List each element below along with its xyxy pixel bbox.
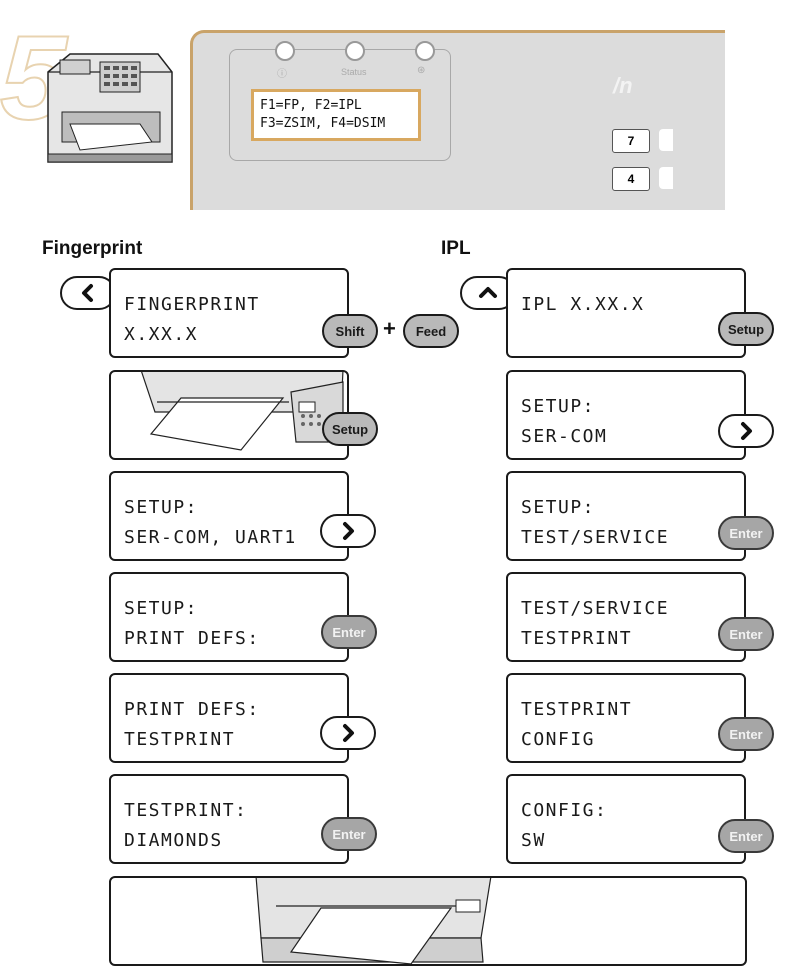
fp-screen-3-line1: SETUP: <box>124 598 199 619</box>
enter-button[interactable]: Enter <box>718 819 774 853</box>
keypad-key-partial <box>659 167 673 189</box>
error-icon: ⊛ <box>417 65 426 76</box>
ipl-screen-4-line1: TEST/SERVICE <box>521 598 670 619</box>
ipl-screen-6: CONFIG: SW <box>506 774 746 864</box>
ipl-screen-1: IPL X.XX.X <box>506 268 746 358</box>
ipl-screen-3-line1: SETUP: <box>521 497 596 518</box>
enter-button[interactable]: Enter <box>718 617 774 651</box>
fp-screen-1: FINGERPRINT X.XX.X <box>109 268 349 358</box>
error-led <box>415 41 435 61</box>
fp-screen-1-line2: X.XX.X <box>124 324 199 345</box>
fp-screen-5: TESTPRINT: DIAMONDS <box>109 774 349 864</box>
ipl-screen-4-line2: TESTPRINT <box>521 628 633 649</box>
shift-button[interactable]: Shift <box>322 314 378 348</box>
ipl-screen-5: TESTPRINT CONFIG <box>506 673 746 763</box>
ipl-screen-4: TEST/SERVICE TESTPRINT <box>506 572 746 662</box>
enter-button[interactable]: Enter <box>718 717 774 751</box>
fp-screen-4-line1: PRINT DEFS: <box>124 699 260 720</box>
panel-lcd-line2: F3=ZSIM, F4=DSIM <box>260 116 386 131</box>
chevron-right-icon <box>343 522 354 540</box>
next-button[interactable] <box>320 716 376 750</box>
fingerprint-heading: Fingerprint <box>42 238 143 259</box>
back-button[interactable] <box>60 276 116 310</box>
ipl-heading: IPL <box>441 238 471 259</box>
next-button[interactable] <box>718 414 774 448</box>
next-button[interactable] <box>320 514 376 548</box>
panel-lcd-line1: F1=FP, F2=IPL <box>260 98 362 113</box>
printer-paper-illustration <box>255 878 492 964</box>
feed-button[interactable]: Feed <box>403 314 459 348</box>
ipl-screen-2: SETUP: SER-COM <box>506 370 746 460</box>
brand-mark: /n <box>613 73 633 98</box>
plus-sign: + <box>383 316 396 341</box>
power-icon: ⓘ <box>277 69 287 80</box>
printer-illustration <box>47 53 173 163</box>
fp-screen-4-line2: TESTPRINT <box>124 729 236 750</box>
ipl-screen-5-line2: CONFIG <box>521 729 596 750</box>
keypad-key-7[interactable]: 7 <box>612 129 650 153</box>
chevron-up-icon <box>479 287 497 298</box>
ipl-screen-5-line1: TESTPRINT <box>521 699 633 720</box>
ipl-screen-6-line1: CONFIG: <box>521 800 608 821</box>
keypad-key-4[interactable]: 4 <box>612 167 650 191</box>
status-led <box>345 41 365 61</box>
chevron-left-icon <box>82 284 93 302</box>
fp-screen-1-line1: FINGERPRINT <box>124 294 260 315</box>
fp-screen-3-line2: PRINT DEFS: <box>124 628 260 649</box>
led-status-label: Status <box>341 67 367 77</box>
ipl-screen-2-line2: SER-COM <box>521 426 608 447</box>
fp-screen-2-line1: SETUP: <box>124 497 199 518</box>
chevron-right-icon <box>741 422 752 440</box>
keypad-key-partial <box>659 129 673 151</box>
enter-button[interactable]: Enter <box>321 615 377 649</box>
panel-display-bezel <box>229 49 451 161</box>
ipl-screen-6-line2: SW <box>521 830 546 851</box>
setup-button[interactable]: Setup <box>322 412 378 446</box>
printer-paper-illustration <box>141 372 344 451</box>
fp-screen-5-line1: TESTPRINT: <box>124 800 248 821</box>
enter-button[interactable]: Enter <box>718 516 774 550</box>
panel-lcd: F1=FP, F2=IPL F3=ZSIM, F4=DSIM <box>251 89 421 141</box>
fp-printer-frame <box>109 370 349 460</box>
fp-screen-2-line2: SER-COM, UART1 <box>124 527 297 548</box>
fp-screen-5-line2: DIAMONDS <box>124 830 223 851</box>
fp-screen-4: PRINT DEFS: TESTPRINT <box>109 673 349 763</box>
enter-button[interactable]: Enter <box>321 817 377 851</box>
fp-screen-2: SETUP: SER-COM, UART1 <box>109 471 349 561</box>
fp-screen-3: SETUP: PRINT DEFS: <box>109 572 349 662</box>
ipl-screen-2-line1: SETUP: <box>521 396 596 417</box>
front-panel: ⓘ Status ⊛ F1=FP, F2=IPL F3=ZSIM, F4=DSI… <box>190 30 725 210</box>
printout-frame <box>109 876 747 966</box>
ipl-screen-1-line1: IPL X.XX.X <box>521 294 645 315</box>
ipl-screen-3-line2: TEST/SERVICE <box>521 527 670 548</box>
setup-button[interactable]: Setup <box>718 312 774 346</box>
ipl-screen-3: SETUP: TEST/SERVICE <box>506 471 746 561</box>
power-led <box>275 41 295 61</box>
chevron-right-icon <box>343 724 354 742</box>
